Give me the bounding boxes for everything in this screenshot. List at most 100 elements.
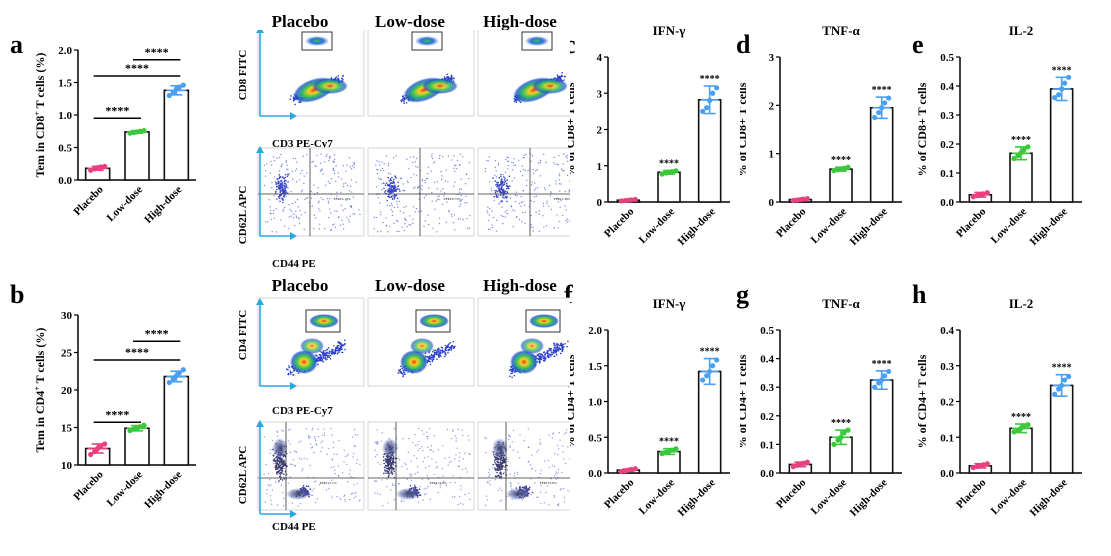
flow-event-dot xyxy=(379,211,382,213)
flow-event-dot xyxy=(539,175,542,177)
flow-event-dot xyxy=(288,203,290,206)
flow-event-dot xyxy=(450,460,452,463)
y-tick-label-b: 20 xyxy=(61,385,73,397)
category-label-f-0: Placebo xyxy=(602,476,637,511)
data-point-a-2 xyxy=(166,92,172,99)
flow-event-dot xyxy=(459,153,462,155)
chart-title-g: TNF-α xyxy=(822,296,860,311)
flow-event-dot xyxy=(275,181,277,184)
flow-event-dot xyxy=(496,469,499,472)
flow-event-dot xyxy=(391,214,394,217)
flow-event-dot xyxy=(265,463,267,466)
flow-event-dot xyxy=(358,500,360,502)
flow-event-dot xyxy=(427,187,430,189)
flow-event-dot xyxy=(428,359,430,361)
flow-event-dot xyxy=(332,224,334,226)
flow-event-dot xyxy=(559,190,561,192)
flow-event-dot xyxy=(281,186,283,188)
flow-event-dot xyxy=(511,169,514,171)
flow-event-dot xyxy=(555,180,557,182)
flow-event-dot xyxy=(281,463,284,465)
y-tick-label-c: 4 xyxy=(597,52,603,64)
flow-event-dot xyxy=(313,435,316,438)
flow-event-dot xyxy=(274,481,277,483)
flow-event-dot xyxy=(270,484,272,486)
flow-event-dot xyxy=(443,195,445,197)
flow-event-dot xyxy=(321,168,324,170)
flow-event-dot xyxy=(281,163,283,165)
flow-event-dot xyxy=(453,496,456,498)
flow-event-dot xyxy=(391,204,393,207)
flow-event-dot xyxy=(544,354,546,356)
flow-event-dot xyxy=(280,165,283,167)
flow-event-dot xyxy=(310,494,312,496)
flow-event-dot xyxy=(569,180,570,182)
flow-event-dot xyxy=(393,197,396,200)
flow-event-dot xyxy=(437,195,439,197)
flow-event-dot xyxy=(510,482,512,485)
flow-event-dot xyxy=(546,485,549,487)
flow-event-dot xyxy=(558,348,560,351)
flow-event-dot xyxy=(563,458,565,460)
flow-event-dot xyxy=(451,215,453,217)
flow-event-dot xyxy=(507,157,509,159)
flow-event-dot xyxy=(504,211,506,213)
flow-event-dot xyxy=(502,194,505,197)
flow-event-dot xyxy=(436,231,438,233)
flow-event-dot xyxy=(271,439,274,442)
flow-density-cluster xyxy=(312,78,348,94)
chart-title-e: IL-2 xyxy=(1009,23,1034,38)
flow-event-dot xyxy=(437,347,439,350)
flow-event-dot xyxy=(543,351,546,353)
flow-event-dot xyxy=(511,161,513,164)
flow-event-dot xyxy=(484,436,486,439)
flow-density-cluster xyxy=(422,78,458,94)
flow-event-dot xyxy=(418,488,421,491)
data-point-f-0 xyxy=(632,466,638,472)
flow-event-dot xyxy=(311,161,313,163)
flow-event-dot xyxy=(383,191,386,193)
flow-event-dot xyxy=(269,209,271,211)
flow-plot-frame xyxy=(257,421,365,511)
flow-event-dot xyxy=(336,353,339,355)
flow-density-cluster xyxy=(410,338,434,354)
flow-event-dot xyxy=(278,156,281,159)
bar-d-2 xyxy=(869,106,894,203)
flow-event-dot xyxy=(288,429,290,431)
flow-event-dot xyxy=(536,451,538,453)
flow-event-dot xyxy=(558,432,560,434)
data-point-d-2 xyxy=(879,105,885,111)
flow-scatter-cd62l-cd8-0 xyxy=(263,153,361,233)
flow-event-dot xyxy=(501,206,503,208)
flow-event-dot xyxy=(278,458,281,460)
flow-event-dot xyxy=(484,170,486,173)
flow-event-dot xyxy=(399,370,402,373)
flow-event-dot xyxy=(487,219,490,222)
bar-c-1 xyxy=(657,171,681,203)
y-tick-label-d: 1 xyxy=(769,149,775,161)
data-point-h-1 xyxy=(1025,422,1031,428)
flow-event-dot xyxy=(322,440,324,442)
flow-event-dot xyxy=(454,181,456,183)
flow-event-dot xyxy=(423,197,426,199)
flow-event-dot xyxy=(533,200,535,203)
flow-event-dot xyxy=(487,228,490,231)
flow-event-dot xyxy=(449,481,452,484)
flow-event-dot xyxy=(332,350,334,353)
flow-event-dot xyxy=(412,441,414,444)
flow-event-dot xyxy=(494,174,496,176)
flow-event-dot xyxy=(522,201,524,203)
flow-title-placebo-top: Placebo xyxy=(271,12,329,31)
flow-event-dot xyxy=(431,157,434,160)
flow-event-dot xyxy=(500,478,503,480)
flow-event-dot xyxy=(340,77,343,80)
flow-event-dot xyxy=(392,197,394,199)
flow-event-dot xyxy=(311,429,313,432)
y-tick-label-f: 1.5 xyxy=(588,361,602,373)
flow-event-dot xyxy=(504,190,507,193)
flow-event-dot xyxy=(465,173,468,176)
flow-event-dot xyxy=(489,228,491,230)
data-point-e-0 xyxy=(984,190,990,196)
flow-event-dot xyxy=(324,227,326,230)
flow-event-dot xyxy=(316,191,319,194)
